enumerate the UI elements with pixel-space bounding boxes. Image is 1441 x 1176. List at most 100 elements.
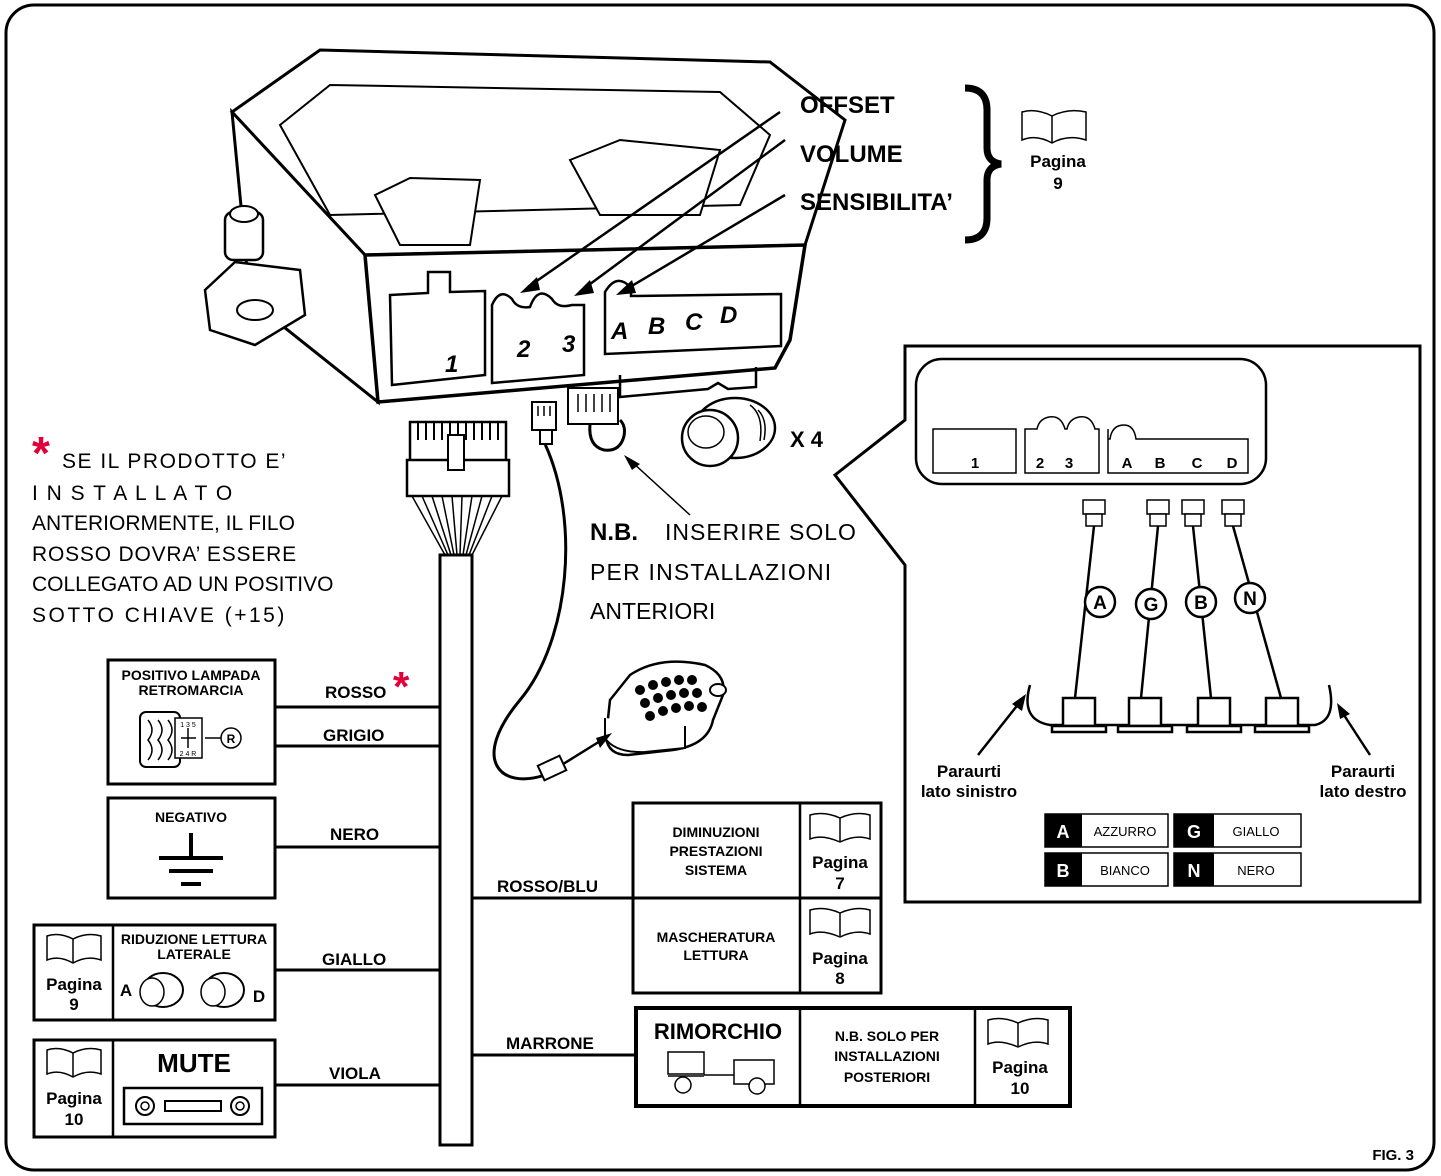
riduzione-page-number: 9 — [69, 995, 78, 1014]
red-star-icon-note: * — [32, 427, 50, 479]
inset-sensor-g: G — [1144, 595, 1159, 616]
book-icon — [809, 812, 871, 843]
gear-r-label: R — [227, 732, 236, 746]
inset-sensor-n: N — [1243, 589, 1257, 610]
note-line-4: ROSSO DOVRA’ ESSERE — [32, 543, 297, 566]
book-icon — [987, 1017, 1049, 1048]
bumper-left-line-1: Paraurti — [937, 762, 1001, 781]
wire-viola-label: VIOLA — [329, 1064, 381, 1083]
mascheratura-page-word: Pagina — [812, 949, 868, 968]
diminuzioni-line-3: SISTEMA — [685, 862, 747, 878]
inset-port-b: B — [1155, 455, 1166, 472]
sensibilita-label: SENSIBILITA’ — [800, 189, 953, 216]
legend-key-n: N — [1188, 861, 1201, 881]
offset-label: OFFSET — [800, 92, 895, 119]
jumper-connectors — [492, 387, 626, 781]
control-page-word: Pagina — [1030, 152, 1086, 171]
gear-top-label: 1 3 5 — [180, 722, 196, 729]
wire-marrone-label: MARRONE — [506, 1034, 594, 1053]
book-icon — [809, 907, 871, 938]
inset-sensor-a: A — [1093, 593, 1107, 614]
ground-icon — [159, 833, 223, 886]
red-star-icon: * — [393, 663, 410, 710]
note-line-3: ANTERIORMENTE, IL FILO — [32, 512, 295, 535]
port-3-label: 3 — [562, 331, 576, 358]
legend-name-azzurro: AZZURRO — [1094, 824, 1157, 839]
port-1-label: 1 — [445, 351, 458, 378]
main-harness — [405, 420, 511, 1147]
figure-label: FIG. 3 — [1372, 1147, 1414, 1164]
sensor-count: X 4 — [790, 427, 824, 452]
nb-line-3: ANTERIORI — [590, 598, 715, 624]
nb-line-1: INSERIRE SOLO — [665, 519, 857, 545]
wire-giallo-label: GIALLO — [322, 950, 386, 969]
wire-rosso-blu-label: ROSSO/BLU — [497, 877, 598, 896]
radio-icon — [122, 1086, 264, 1126]
rimorchio-nb-2: INSTALLAZIONI — [834, 1048, 940, 1064]
riduzione-a-label: A — [120, 981, 132, 1000]
rimorchio-nb-3: POSTERIORI — [844, 1069, 930, 1085]
note-line-6: SOTTO CHIAVE (+15) — [32, 604, 287, 627]
port-a-label: A — [610, 318, 628, 345]
riduzione-line-2: LATERALE — [157, 946, 231, 962]
mute-page-number: 10 — [65, 1110, 84, 1129]
inset-port-1: 1 — [971, 455, 979, 472]
book-icon — [46, 1047, 102, 1078]
legend-name-giallo: GIALLO — [1233, 824, 1280, 839]
port-c-label: C — [685, 309, 703, 336]
legend-key-g: G — [1187, 822, 1201, 842]
bumper-right-line-1: Paraurti — [1331, 762, 1395, 781]
riduzione-page-word: Pagina — [46, 975, 102, 994]
control-page-number: 9 — [1053, 174, 1062, 193]
rimorchio-page-number: 10 — [1011, 1079, 1030, 1098]
port-b-label: B — [648, 313, 665, 340]
nb-arrow — [631, 461, 691, 516]
diminuzioni-page-number: 7 — [835, 874, 844, 893]
book-icon — [1021, 109, 1087, 144]
diminuzioni-line-1: DIMINUZIONI — [672, 824, 759, 840]
inset-port-d: D — [1227, 455, 1238, 472]
bumper-right-line-2: lato destro — [1320, 782, 1407, 801]
gear-lever-icon — [139, 711, 242, 768]
sensor-icon — [680, 396, 777, 468]
inset-port-2: 2 — [1036, 455, 1044, 472]
control-unit — [203, 48, 847, 406]
legend-name-bianco: BIANCO — [1100, 863, 1150, 878]
legend-key-b: B — [1057, 861, 1070, 881]
riduzione-d-label: D — [253, 987, 265, 1006]
wire-rosso-label: ROSSO — [325, 683, 386, 702]
gear-bottom-label: 2 4 R — [180, 751, 197, 758]
control-arrows — [520, 110, 786, 296]
outer-frame — [4, 3, 1436, 1172]
legend-name-nero: NERO — [1237, 863, 1275, 878]
retromarcia-line-1: POSITIVO LAMPADA — [122, 667, 261, 683]
inset-port-3: 3 — [1065, 455, 1073, 472]
riduzione-line-1: RIDUZIONE LETTURA — [121, 931, 267, 947]
rimorchio-nb-1: N.B. SOLO PER — [835, 1028, 939, 1044]
inset-port-c: C — [1192, 455, 1203, 472]
branch-lines — [275, 705, 636, 1087]
negativo-label: NEGATIVO — [155, 809, 227, 825]
note-line-5: COLLEGATO AD UN POSITIVO — [32, 573, 333, 596]
legend-key-a: A — [1057, 822, 1070, 842]
mascheratura-line-2: LETTURA — [683, 947, 748, 963]
sensor-pair-icon — [139, 972, 245, 1008]
inset-port-a: A — [1122, 455, 1133, 472]
volume-label: VOLUME — [800, 141, 903, 168]
note-line-2: I N S T A L L A T O — [32, 482, 234, 505]
wire-nero-label: NERO — [330, 825, 379, 844]
curly-brace — [964, 84, 1002, 244]
port-d-label: D — [720, 302, 737, 329]
retromarcia-line-2: RETROMARCIA — [139, 682, 244, 698]
port-2-label: 2 — [516, 336, 531, 363]
diminuzioni-line-2: PRESTAZIONI — [669, 843, 762, 859]
diminuzioni-page-word: Pagina — [812, 853, 868, 872]
inset-panel — [832, 344, 1422, 904]
bumper-left-line-2: lato sinistro — [921, 782, 1017, 801]
book-icon — [46, 933, 102, 964]
note-line-1: SE IL PRODOTTO E’ — [62, 450, 287, 473]
trailer-icon — [667, 1051, 775, 1095]
buzzer-icon — [536, 660, 727, 782]
mute-label: MUTE — [157, 1048, 231, 1078]
